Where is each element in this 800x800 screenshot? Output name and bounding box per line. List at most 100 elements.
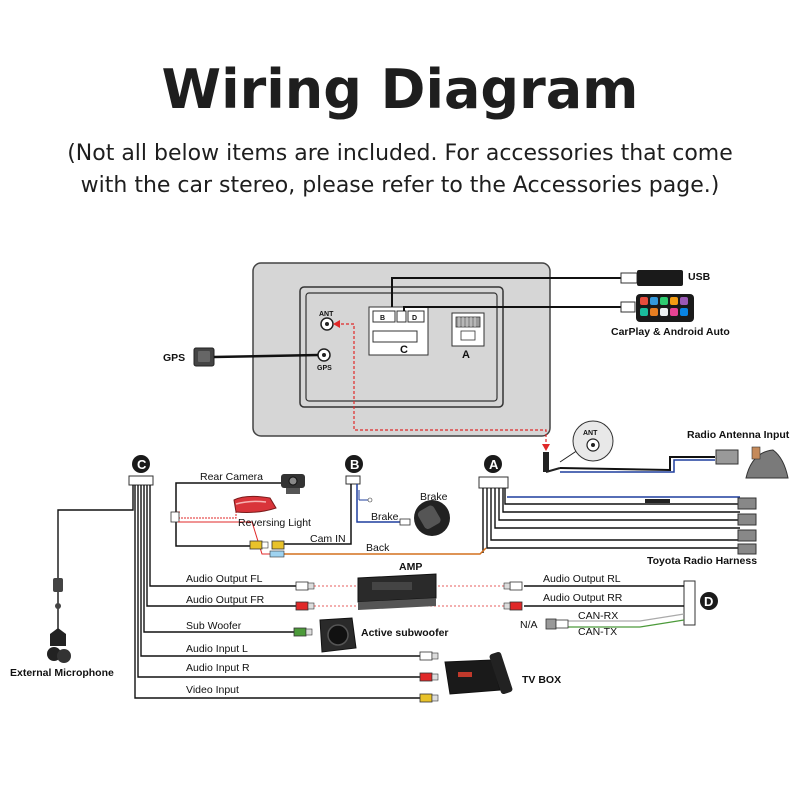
external-microphone-label: External Microphone [10, 667, 114, 679]
harness-a-wire [502, 488, 740, 513]
subwoofer-cone [327, 624, 349, 646]
cam-rca-yellow [271, 540, 285, 550]
sub-woofer-label: Sub Woofer [186, 620, 242, 632]
connector-d-socket [407, 310, 425, 323]
ant-callout-line [559, 449, 579, 463]
antenna-wire-black [559, 456, 715, 472]
reversing-light-label: Reversing Light [238, 517, 311, 529]
audio-output-rr-label: Audio Output RR [543, 592, 623, 604]
harness-a-plug [478, 476, 509, 489]
gps-antenna-top [198, 351, 210, 362]
usb-plug-body [637, 270, 683, 286]
rca-fl-tip [307, 582, 315, 590]
connector-c-label: C [400, 344, 408, 356]
phone-icon [636, 294, 694, 322]
app-tile [680, 297, 688, 305]
usb-label: USB [688, 271, 711, 283]
ant-dashed-link [336, 323, 547, 447]
badge-b-label: B [350, 457, 359, 472]
gps-antenna [193, 347, 319, 367]
ant-adapter [543, 420, 614, 473]
gps-port-label: GPS [317, 365, 332, 372]
app-tile [670, 308, 678, 316]
app-tile [650, 297, 658, 305]
connector-a-pins [455, 316, 481, 328]
radio-antenna-input-label: Radio Antenna Input [687, 429, 790, 441]
gps-wire [213, 353, 319, 359]
amp-front [358, 598, 436, 610]
connector-b-label: B [380, 315, 385, 322]
cam-rca-blue [269, 550, 285, 558]
badge-d [700, 592, 718, 610]
usb-plug [620, 270, 683, 286]
subtitle-line-1: (Not all below items are included. For a… [67, 141, 733, 166]
reversing-light-wire [178, 512, 237, 519]
connector-d-label: D [412, 315, 417, 322]
toyota-harness-plugs [737, 497, 757, 555]
can-rx-label: CAN-RX [578, 610, 618, 622]
rca-in-l-white [419, 651, 433, 661]
can-connector-housing [555, 619, 569, 629]
video-input-label: Video Input [186, 684, 239, 696]
sub-woofer-wire [143, 485, 294, 633]
tv-box-icon [444, 651, 513, 695]
harness-a-wire [494, 488, 740, 529]
rca-rr-tip [503, 602, 511, 610]
inline-fuse [645, 499, 670, 503]
audio-input-r-label: Audio Input R [186, 662, 250, 674]
gps-device-label: GPS [163, 352, 185, 364]
rca-video-tip [431, 694, 439, 702]
ant-port-label: ANT [319, 311, 334, 318]
amplifier-icon [357, 573, 437, 610]
camera-power-terminal [170, 511, 180, 523]
harness-plug [737, 543, 757, 555]
tv-box-label: TV BOX [522, 674, 561, 686]
connector-mid-socket [396, 310, 407, 323]
gps-port-pin [322, 353, 326, 357]
head-unit-bezel-inner [305, 292, 498, 402]
shark-fin-connector [751, 446, 761, 460]
harness-a-bundle [482, 488, 740, 553]
brake-wire-label: Brake [371, 511, 399, 523]
connector-b-socket [372, 310, 396, 323]
badge-a-label: A [489, 457, 499, 472]
video-input-wire [134, 485, 420, 699]
mic-base [50, 628, 66, 646]
ant-port-pin [325, 322, 329, 326]
ant-callout-pin [591, 443, 595, 447]
rca-video-yellow [419, 693, 433, 703]
harness-a-wire [486, 488, 740, 549]
rca-fl-white [295, 581, 309, 591]
ant-adapter-plug [543, 452, 549, 472]
connector-a-latch [460, 330, 476, 341]
tv-box-remote [489, 651, 513, 695]
carplay-wire [403, 306, 621, 311]
app-tile [660, 308, 668, 316]
head-unit: ANT GPS B D C A [252, 262, 551, 437]
ant-arrow-down [542, 444, 550, 451]
rca-sub-green [293, 627, 307, 637]
ant-adapter-label: ANT [583, 430, 598, 437]
harness-a-wire [504, 488, 740, 505]
head-unit-bezel-outer [299, 286, 504, 408]
rca-in-r-red [419, 672, 433, 682]
audio-output-rl-label: Audio Output RL [543, 573, 621, 585]
usb-plug-tip [620, 272, 638, 284]
audio-input-l-wire [140, 485, 420, 657]
harness-plug [737, 513, 757, 526]
ant-arrow-left [333, 320, 340, 328]
back-wire [283, 547, 487, 555]
can-connector [545, 618, 557, 630]
audio-output-fl-wire [149, 485, 296, 587]
cam-rca-tip [261, 541, 269, 549]
badge-c-label: C [137, 457, 147, 472]
tv-box-body [444, 659, 501, 695]
active-subwoofer-label: Active subwoofer [361, 627, 449, 639]
cam-in-label: Cam IN [310, 533, 346, 545]
harness-b-plug [345, 475, 361, 485]
antenna-plug [715, 449, 739, 465]
cam-rca-yellow [249, 540, 263, 550]
handbrake-icon [414, 500, 450, 536]
rca-in-r-tip [431, 673, 439, 681]
